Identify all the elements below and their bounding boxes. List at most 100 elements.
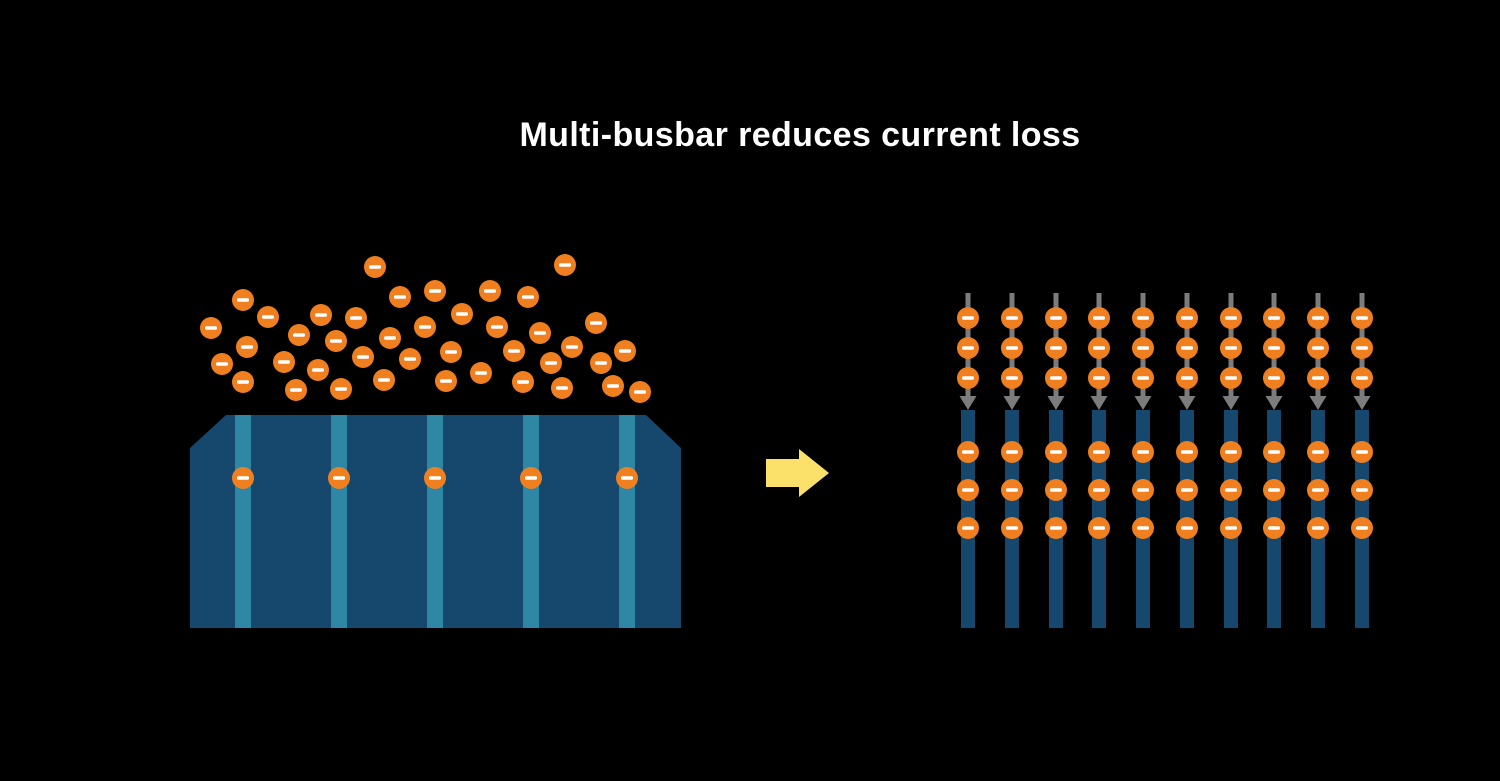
electron-icon (479, 280, 501, 302)
busbar-column (1045, 293, 1067, 628)
electron-icon (957, 307, 979, 329)
electron-icon (435, 370, 457, 392)
electron-icon (585, 312, 607, 334)
electron-icon (440, 341, 462, 363)
electron-icon (1351, 307, 1373, 329)
electron-icon (330, 378, 352, 400)
electron-icon (540, 352, 562, 374)
electron-icon (1001, 307, 1023, 329)
electron-icon (957, 441, 979, 463)
electron-icon (1307, 479, 1329, 501)
electron-icon (211, 353, 233, 375)
busbar-stripe (331, 415, 347, 628)
electron-icon (1001, 367, 1023, 389)
electron-icon (1088, 517, 1110, 539)
electron-icon (1220, 367, 1242, 389)
electron-icon (1307, 307, 1329, 329)
electron-icon (590, 352, 612, 374)
electron-icon (1263, 337, 1285, 359)
electron-icon (1132, 441, 1154, 463)
electron-icon (1088, 479, 1110, 501)
electron-icon (232, 371, 254, 393)
electron-icon (1351, 479, 1373, 501)
busbar-stripe (235, 415, 251, 628)
electron-icon (424, 280, 446, 302)
electron-icon (1001, 517, 1023, 539)
electron-icon (1220, 307, 1242, 329)
electron-icon (1045, 441, 1067, 463)
electron-icon (364, 256, 386, 278)
electron-icon (602, 375, 624, 397)
electron-icon (1045, 337, 1067, 359)
electron-icon (1176, 367, 1198, 389)
electron-icon (1132, 517, 1154, 539)
electron-icon (1307, 367, 1329, 389)
electron-icon (257, 306, 279, 328)
electron-icon (373, 369, 395, 391)
busbar-column (1351, 293, 1373, 628)
electron-icon (285, 379, 307, 401)
electron-icon (1307, 441, 1329, 463)
electron-icon (1045, 517, 1067, 539)
electron-icon (957, 337, 979, 359)
electron-icon (957, 517, 979, 539)
electron-icon (1088, 337, 1110, 359)
electron-icon (1263, 367, 1285, 389)
multi-busbar-group (957, 293, 1373, 628)
electron-icon (1045, 479, 1067, 501)
electron-icon (1263, 441, 1285, 463)
electron-icon (512, 371, 534, 393)
electron-icon (424, 467, 446, 489)
electron-icon (1088, 367, 1110, 389)
electron-icon (551, 377, 573, 399)
busbar-stripe (523, 415, 539, 628)
busbar-column (1088, 293, 1110, 628)
electron-icon (1088, 441, 1110, 463)
busbar-column (1220, 293, 1242, 628)
electron-icon (310, 304, 332, 326)
electron-icon (307, 359, 329, 381)
electron-icon (616, 467, 638, 489)
electron-icon (232, 289, 254, 311)
electron-icon (1220, 441, 1242, 463)
electron-icon (273, 351, 295, 373)
electron-icon (345, 307, 367, 329)
electron-icon (1132, 337, 1154, 359)
electron-icon (470, 362, 492, 384)
electron-icon (1045, 307, 1067, 329)
electron-icon (399, 348, 421, 370)
electron-icon (288, 324, 310, 346)
standard-cell-group (190, 254, 681, 628)
electron-icon (325, 330, 347, 352)
electron-icon (1176, 337, 1198, 359)
busbar-column (957, 293, 979, 628)
electron-icon (414, 316, 436, 338)
electron-icon (389, 286, 411, 308)
electron-icon (517, 286, 539, 308)
electron-icon (503, 340, 525, 362)
electron-icon (529, 322, 551, 344)
electron-icon (1351, 441, 1373, 463)
electron-icon (520, 467, 542, 489)
electron-icon (1176, 517, 1198, 539)
electron-icon (328, 467, 350, 489)
electron-icon (629, 381, 651, 403)
busbar-column (1263, 293, 1285, 628)
electron-icon (1263, 307, 1285, 329)
electron-icon (1176, 307, 1198, 329)
electron-icon (1351, 367, 1373, 389)
busbar-column (1307, 293, 1329, 628)
diagram-title: Multi-busbar reduces current loss (519, 116, 1081, 154)
electron-icon (1220, 479, 1242, 501)
electron-icon (1263, 517, 1285, 539)
electron-icon (451, 303, 473, 325)
electron-icon (200, 317, 222, 339)
electron-icon (1351, 337, 1373, 359)
busbar-column (1176, 293, 1198, 628)
busbar-stripe (619, 415, 635, 628)
transform-arrow-icon (766, 449, 829, 497)
electron-icon (1132, 367, 1154, 389)
electron-icon (1263, 479, 1285, 501)
electron-icon (1351, 517, 1373, 539)
